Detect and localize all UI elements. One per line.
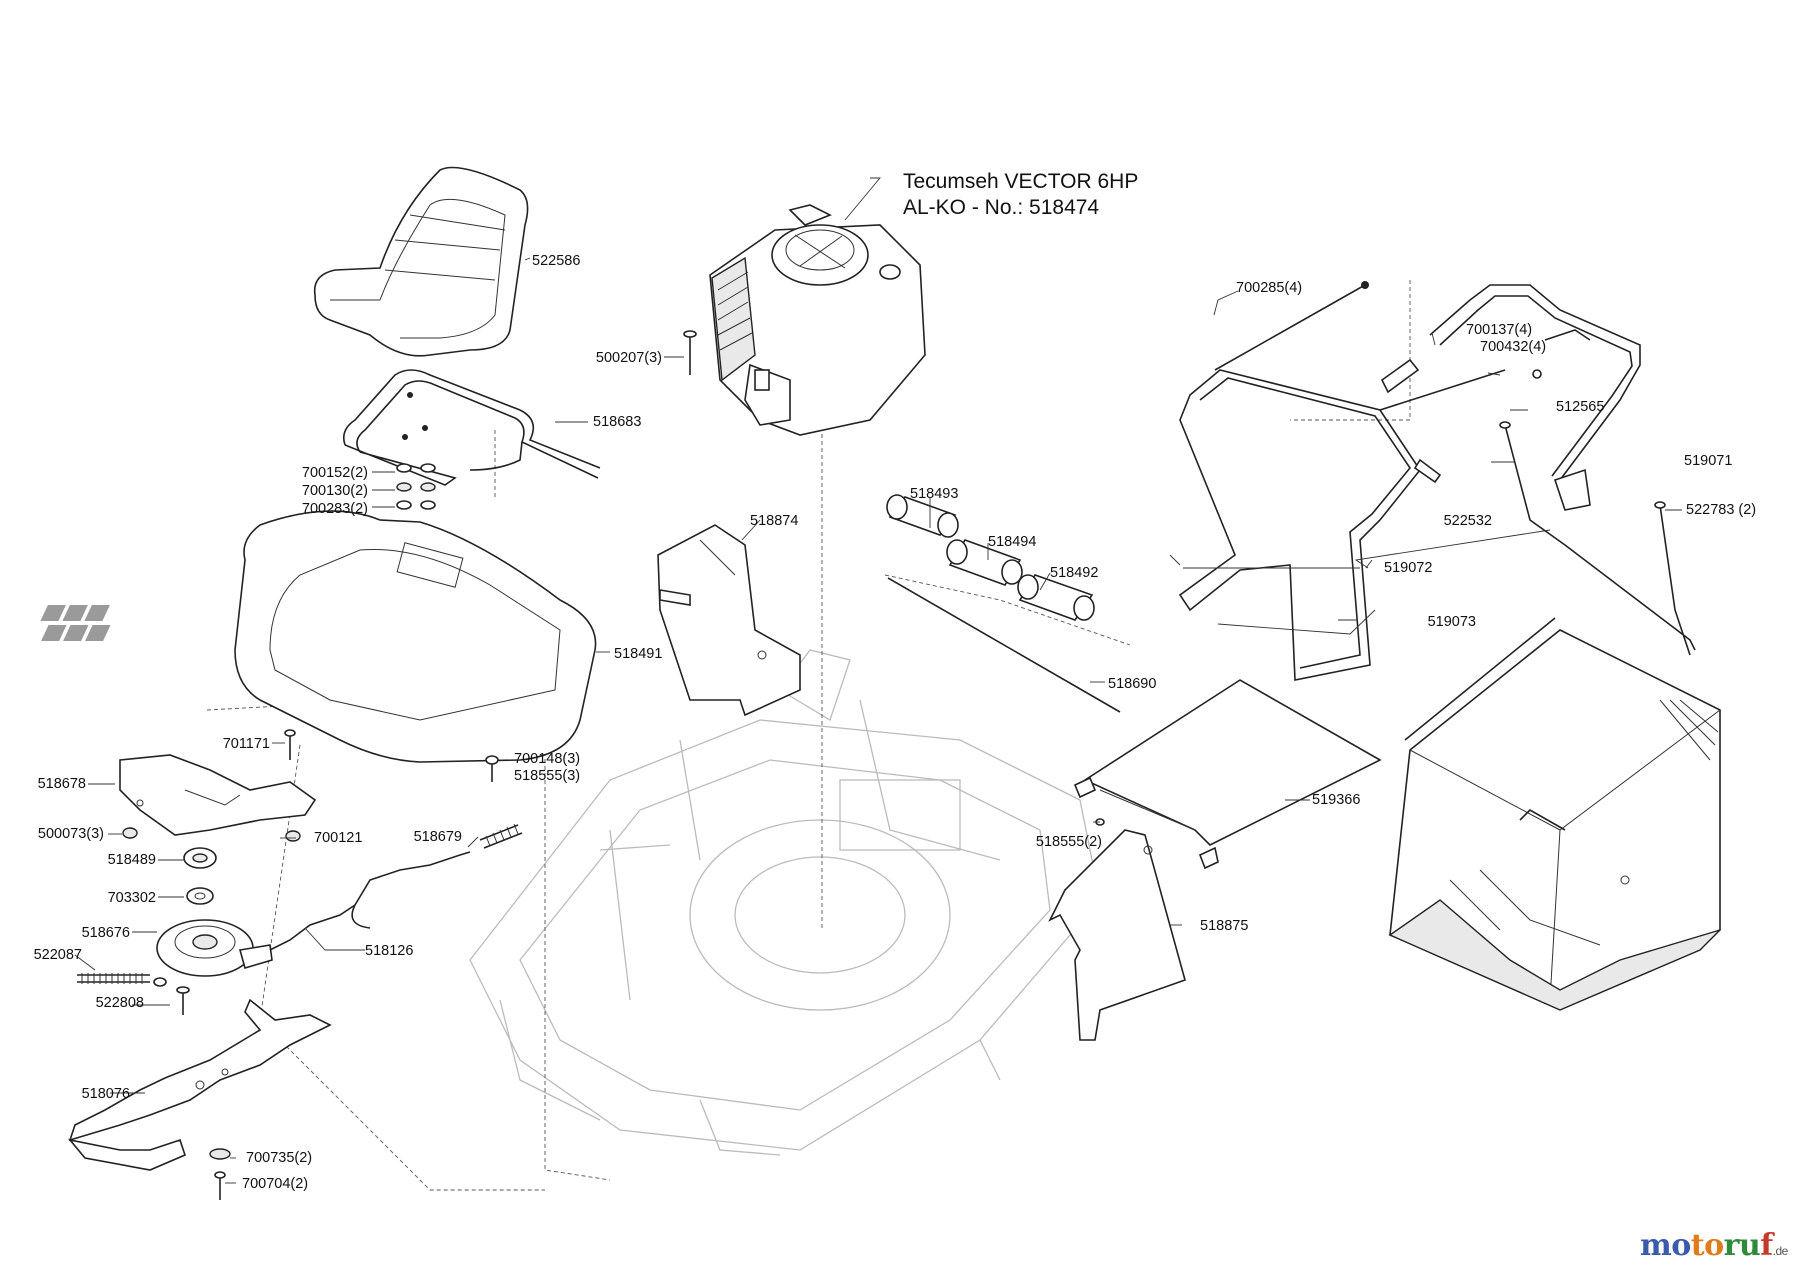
engine-title: Tecumseh VECTOR 6HP AL-KO - No.: 518474 — [903, 169, 1138, 221]
cover-518491 — [40, 510, 597, 763]
label-700432: 700432(4) — [1480, 339, 1547, 355]
label-522586: 522586 — [532, 253, 581, 269]
label-700130: 700130(2) — [301, 483, 368, 499]
label-518676: 518676 — [81, 925, 130, 941]
label-518491: 518491 — [614, 646, 663, 662]
label-700137: 700137(4) — [1466, 322, 1533, 338]
label-518555-2: 518555(2) — [1035, 834, 1102, 850]
label-522808: 522808 — [95, 995, 144, 1011]
label-700152: 700152(2) — [301, 465, 368, 481]
label-518875: 518875 — [1200, 918, 1249, 934]
label-518494: 518494 — [988, 534, 1037, 550]
brand-part-2: to — [1690, 1228, 1724, 1263]
label-518126: 518126 — [365, 943, 414, 959]
engine-model: Tecumseh VECTOR 6HP — [903, 170, 1139, 193]
blade-fasteners — [209, 1148, 231, 1200]
leader-lines — [74, 177, 1682, 1184]
label-519366: 519366 — [1312, 792, 1361, 808]
brand-part-3: ru — [1723, 1228, 1761, 1263]
label-518492: 518492 — [1050, 565, 1099, 581]
label-519073: 519073 — [1427, 614, 1476, 630]
brand-suffix: .de — [1772, 1244, 1789, 1258]
washer-stack — [396, 463, 436, 510]
springs — [77, 823, 523, 984]
lever-518678 — [119, 754, 317, 836]
blade-518076 — [67, 998, 332, 1171]
label-518493: 518493 — [910, 486, 959, 502]
label-522532: 522532 — [1443, 513, 1492, 529]
label-518678: 518678 — [37, 776, 86, 792]
label-518489: 518489 — [107, 852, 156, 868]
label-700121: 700121 — [314, 830, 363, 846]
grass-bag-519073 — [1388, 617, 1721, 1011]
label-700285: 700285(4) — [1236, 280, 1303, 296]
label-700735: 700735(2) — [246, 1150, 313, 1166]
label-700283: 700283(2) — [301, 501, 368, 517]
seat-522586 — [313, 166, 529, 357]
bolt-500207 — [683, 330, 697, 375]
motoruf-logo: motoruf.de — [1640, 1228, 1788, 1263]
label-522783: 522783 (2) — [1686, 502, 1757, 518]
rod-522532 — [1499, 421, 1696, 656]
label-700704: 700704(2) — [242, 1176, 309, 1192]
label-519071: 519071 — [1684, 453, 1733, 469]
bracket-518875 — [1048, 829, 1186, 1041]
label-518683: 518683 — [593, 414, 642, 430]
chute-519366 — [1073, 679, 1382, 870]
label-700148: 700148(3) — [514, 751, 581, 767]
label-500207: 500207(3) — [595, 350, 662, 366]
label-519072: 519072 — [1384, 560, 1433, 576]
label-703302: 703302 — [107, 890, 156, 906]
side-cover-518874 — [657, 524, 801, 717]
label-518076: 518076 — [81, 1086, 130, 1102]
label-500073: 500073(3) — [37, 826, 104, 842]
seat-frame-518683 — [342, 369, 601, 486]
label-518555-3: 518555(3) — [514, 768, 581, 784]
brand-part-4: f — [1760, 1228, 1773, 1263]
engine-alko-number: AL-KO - No.: 518474 — [903, 196, 1100, 219]
handle-519071 — [1429, 284, 1641, 511]
label-518874: 518874 — [750, 513, 799, 529]
rollers — [886, 494, 1121, 713]
label-701171: 701171 — [222, 736, 270, 752]
label-522087: 522087 — [33, 947, 82, 963]
engine-518474 — [709, 204, 926, 436]
label-512565: 512565 — [1556, 399, 1605, 415]
label-518679: 518679 — [413, 829, 462, 845]
label-518690: 518690 — [1108, 676, 1157, 692]
clutch-518676 — [153, 919, 273, 1015]
brand-part-1: mo — [1640, 1228, 1691, 1263]
